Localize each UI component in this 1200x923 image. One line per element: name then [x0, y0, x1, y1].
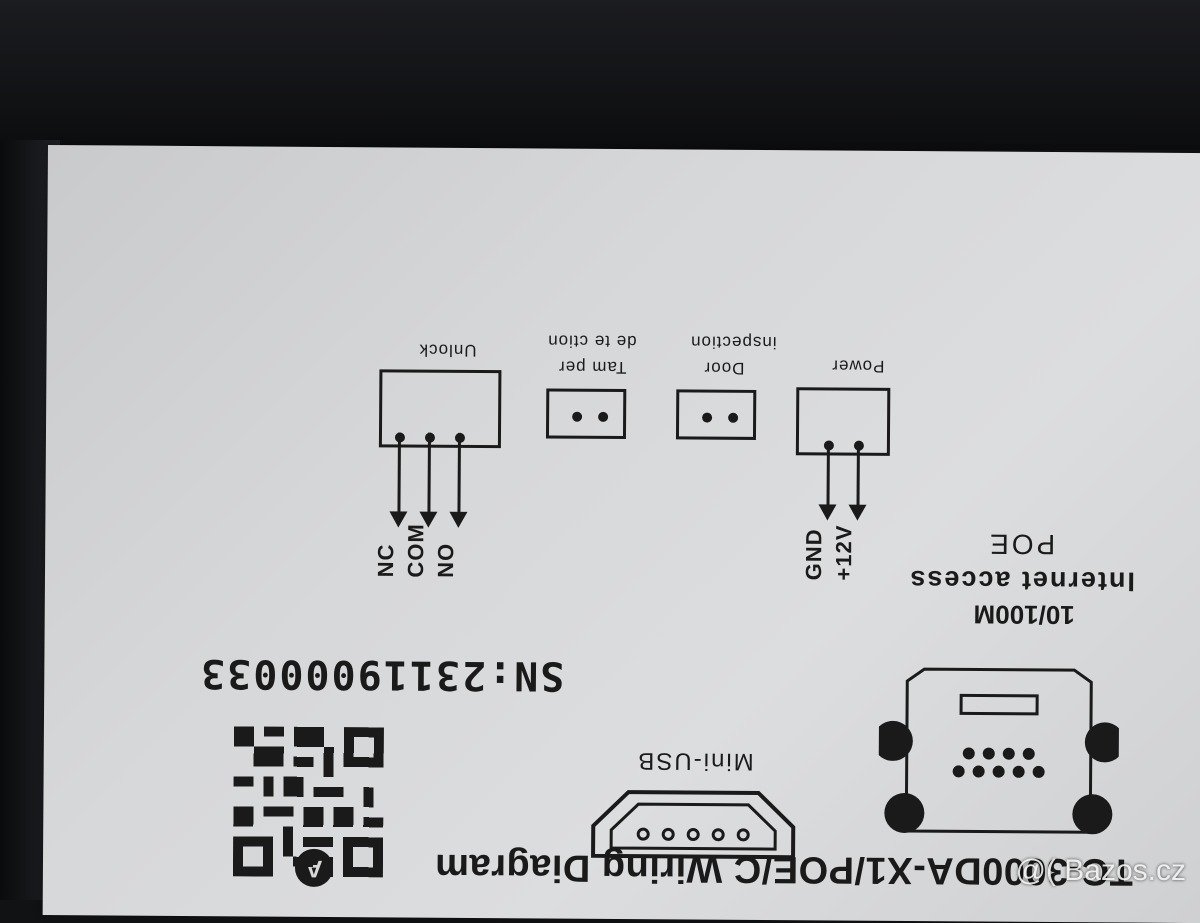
qr-code: [232, 726, 384, 878]
tamper-pin-dot: [598, 411, 609, 422]
door-sub-label: inspection: [690, 332, 777, 353]
internet-access-text: Internet access: [908, 565, 1136, 597]
network-port-icon: [872, 666, 1125, 843]
label-content-upside-down: TC-3000DA-X1/POE/C Wiring Diagram A Mini…: [43, 145, 1200, 913]
tamper-pin-dot: [572, 411, 583, 422]
door-label: Door: [703, 358, 745, 378]
site-watermark: @( Bazos.cz: [1015, 854, 1187, 887]
wiring-label: TC-3000DA-X1/POE/C Wiring Diagram A Mini…: [42, 145, 1200, 923]
door-connector-box: [675, 389, 757, 440]
door-pin-dot: [728, 412, 739, 423]
unlock-pin-dot: [454, 432, 466, 443]
power-pin-dot: [853, 440, 864, 451]
unlock-pin-dot: [424, 432, 436, 443]
unlock-arrow-no-icon: [449, 511, 468, 528]
unlock-arrow-com-icon: [419, 511, 438, 528]
power-label: Power: [831, 356, 885, 376]
network-speed: 10/100M: [973, 599, 1075, 631]
serial-number: SN:23119000033: [199, 650, 565, 699]
power-pin-gnd: GND: [800, 528, 827, 581]
tamper-connector-box: [545, 388, 627, 440]
mini-usb-port-icon: [583, 784, 804, 866]
device-housing-top: [0, 0, 1200, 150]
poe-text: POE: [986, 528, 1056, 561]
unlock-arrow-nc-icon: [389, 511, 408, 528]
door-pin-dot: [702, 412, 713, 423]
power-connector-box: [795, 387, 891, 456]
unlock-pin-no: NO: [432, 542, 459, 578]
power-pin-12v: +12V: [830, 524, 857, 581]
tamper-sub-label: de te ction: [547, 331, 637, 352]
tamper-label: Tam per: [557, 357, 627, 378]
power-arrow-12v-icon: [848, 504, 867, 521]
power-arrow-gnd-icon: [818, 504, 837, 521]
unlock-pin-com: COM: [402, 523, 429, 578]
unlock-pin-nc: NC: [372, 543, 399, 578]
unlock-pin-dot: [394, 432, 406, 443]
mini-usb-label: Mini-USB: [636, 747, 754, 775]
unlock-label: Unlock: [418, 340, 477, 360]
power-pin-dot: [823, 440, 834, 451]
